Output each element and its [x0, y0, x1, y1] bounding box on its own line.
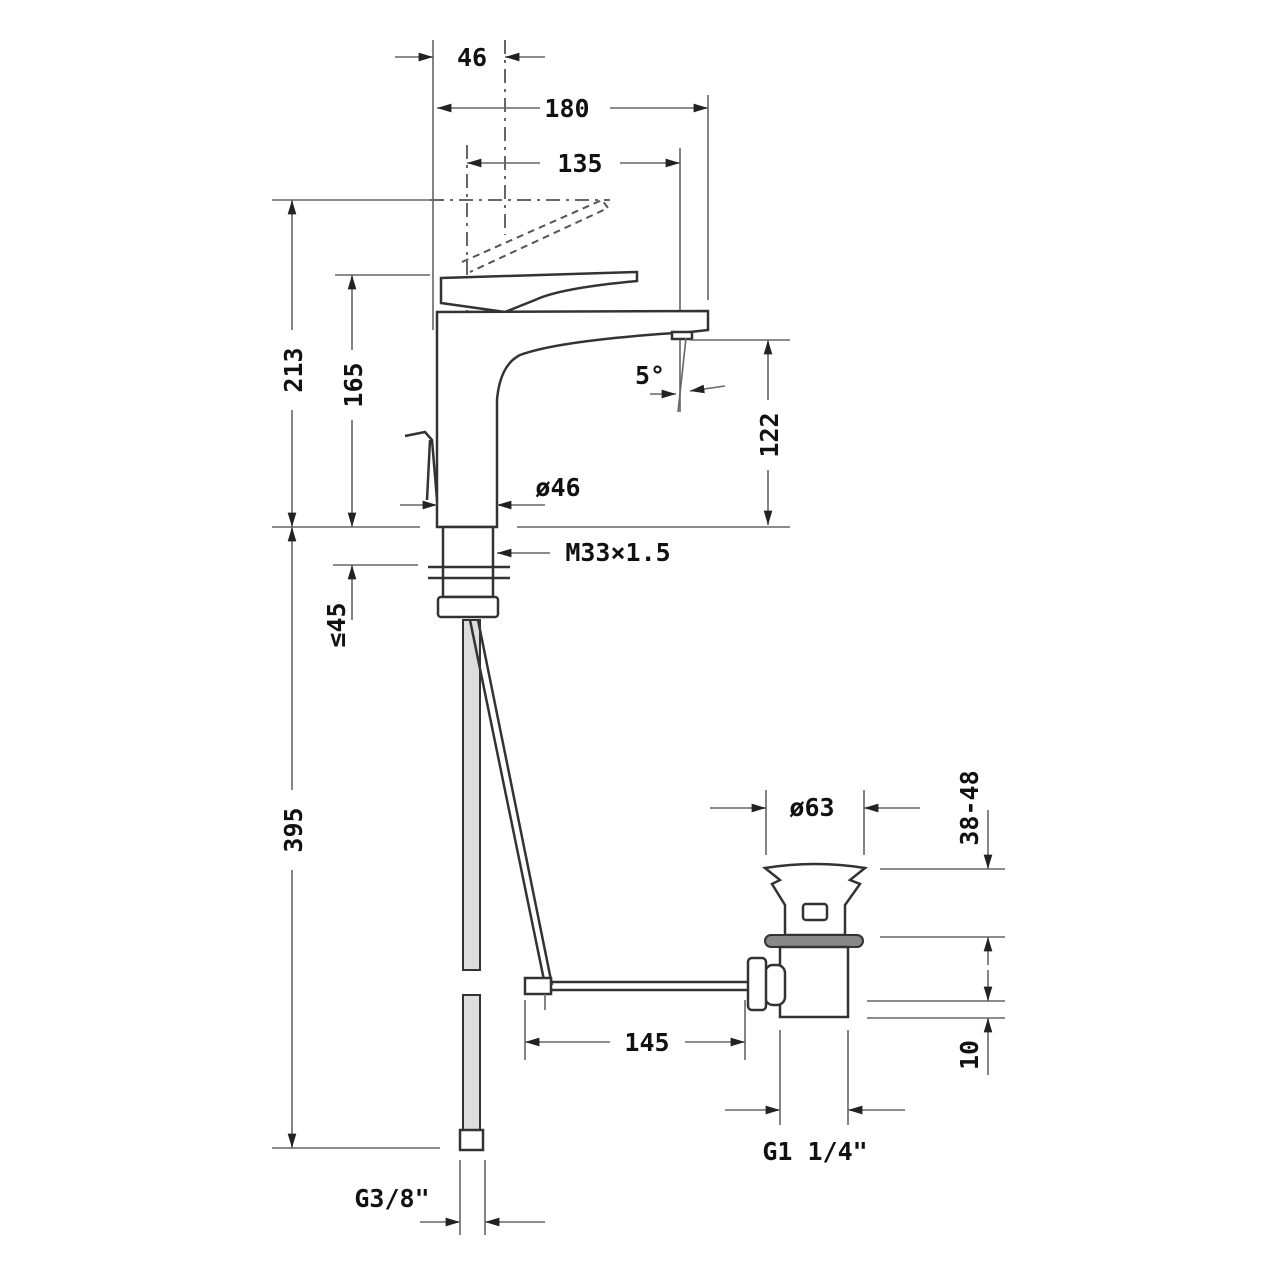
dim-rod-length: 145 [524, 1000, 746, 1060]
dim-body-height: 165 [335, 274, 430, 527]
dim-deck-thickness: ≤45 [322, 564, 418, 648]
flex-hose [458, 619, 486, 1235]
faucet-lever [439, 270, 639, 314]
svg-text:145: 145 [624, 1028, 669, 1057]
dim-spout-projection: 135 [467, 148, 681, 320]
svg-text:5°: 5° [635, 361, 665, 390]
svg-text:ø63: ø63 [789, 793, 834, 822]
faucet-body [435, 309, 710, 529]
svg-text:395: 395 [279, 807, 308, 852]
popup-rod [468, 619, 755, 1010]
dim-spout-angle: 5° [635, 337, 726, 413]
dim-lever-offset: 46 [395, 40, 545, 330]
svg-text:213: 213 [279, 347, 308, 392]
dim-total-height: 213 [272, 199, 430, 527]
lever-open-position [461, 198, 610, 273]
svg-text:46: 46 [457, 43, 487, 72]
dim-body-diameter: ø46 [400, 473, 581, 510]
svg-text:180: 180 [544, 94, 589, 123]
svg-text:38-48: 38-48 [955, 770, 984, 845]
popup-lever [404, 430, 439, 501]
svg-text:≤45: ≤45 [322, 602, 351, 647]
dim-waste-range: 38-48 [867, 770, 1005, 1019]
dim-waste-diameter: ø63 [710, 790, 920, 855]
svg-text:ø46: ø46 [535, 473, 580, 502]
svg-text:M33×1.5: M33×1.5 [565, 538, 670, 567]
dim-thread: M33×1.5 [497, 538, 671, 567]
svg-text:G3/8": G3/8" [354, 1184, 429, 1213]
dim-waste-thread: G1 1/4" [725, 1030, 905, 1166]
dim-spout-outlet-height: 122 [690, 339, 790, 525]
dim-waste-offset: 10 [955, 1018, 993, 1075]
dim-hose-length: 395 [272, 527, 440, 1149]
popup-waste [746, 862, 868, 1019]
svg-text:165: 165 [339, 362, 368, 407]
svg-text:G1 1/4": G1 1/4" [762, 1137, 867, 1166]
svg-text:10: 10 [955, 1040, 984, 1070]
svg-text:122: 122 [755, 412, 784, 457]
dim-hose-thread: G3/8" [354, 1184, 545, 1227]
svg-text:135: 135 [557, 149, 602, 178]
shank-assembly [428, 525, 510, 619]
dim-total-depth: 180 [437, 94, 709, 300]
